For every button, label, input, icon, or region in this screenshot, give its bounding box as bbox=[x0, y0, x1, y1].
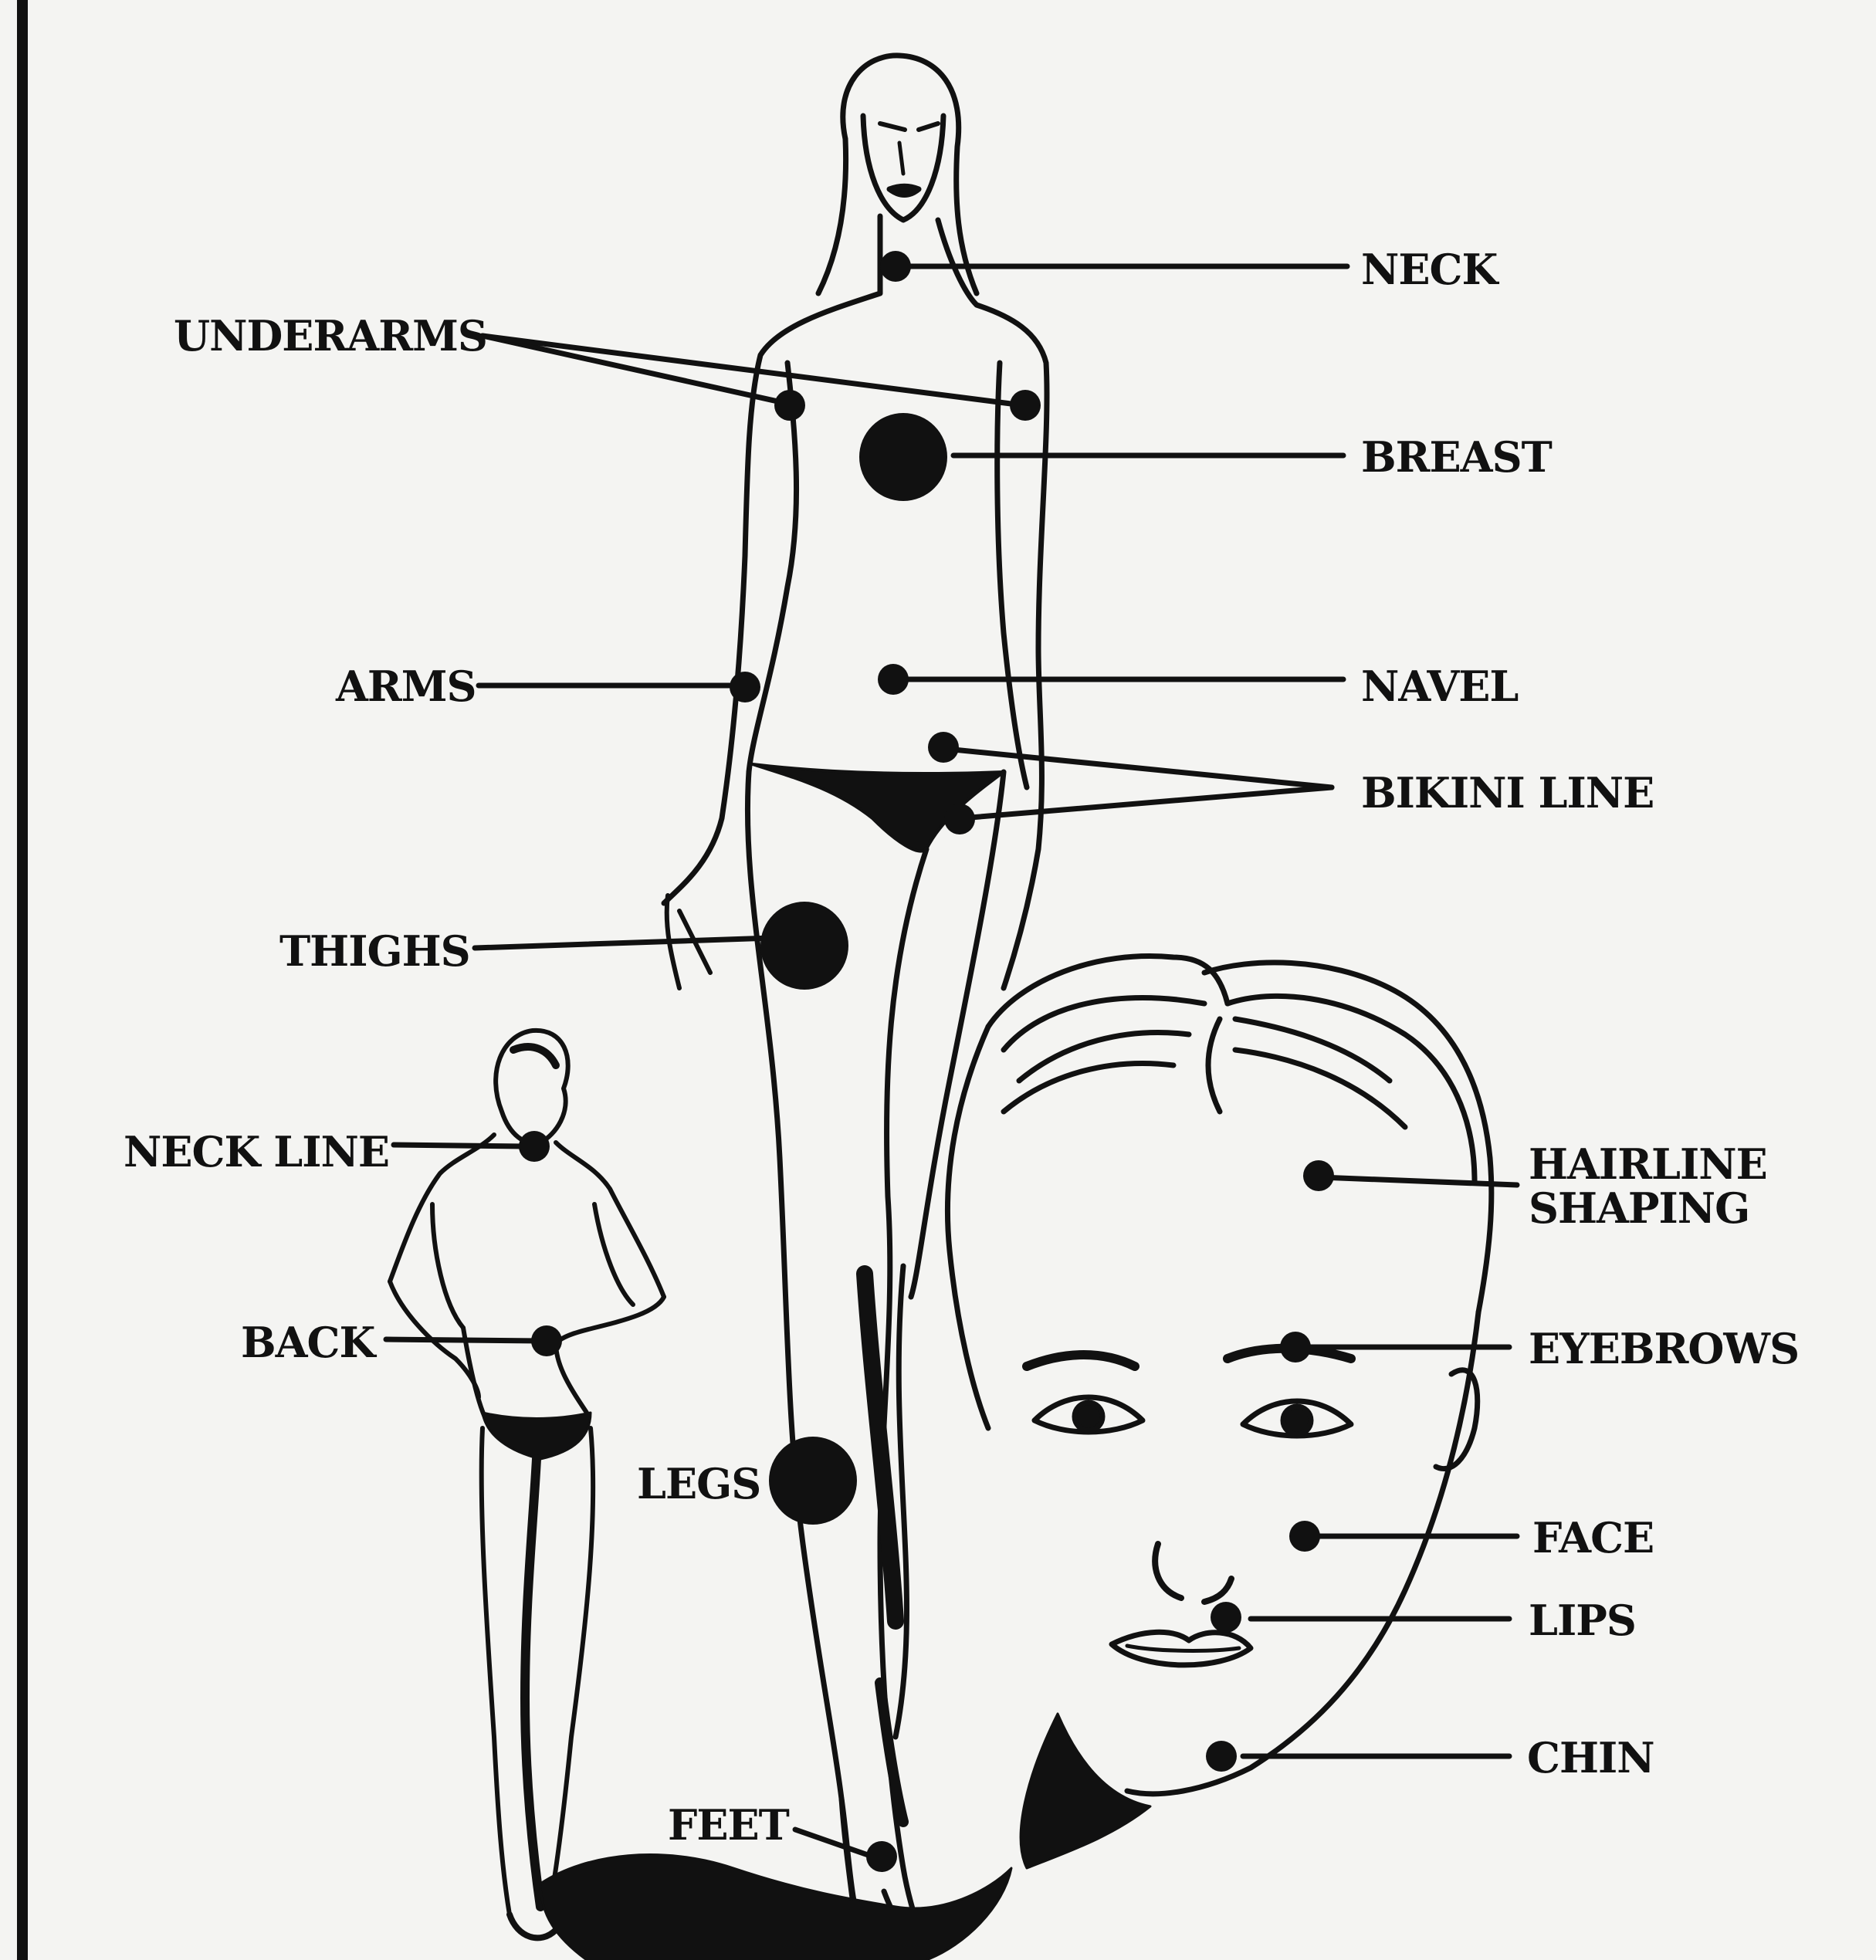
label-neck: NECK bbox=[1361, 249, 1497, 290]
label-feet: FEET bbox=[668, 1804, 789, 1846]
label-navel: NAVEL bbox=[1361, 665, 1518, 707]
face-portrait bbox=[947, 956, 1491, 1868]
dot-face bbox=[1289, 1521, 1320, 1552]
label-bikini-line: BIKINI LINE bbox=[1361, 772, 1654, 814]
dot-chin bbox=[1206, 1741, 1237, 1772]
dot-legs bbox=[769, 1437, 857, 1525]
dot-navel bbox=[878, 664, 909, 695]
dot-thighs bbox=[760, 902, 848, 990]
label-thighs: THIGHS bbox=[279, 930, 470, 972]
label-eyebrows: EYEBROWS bbox=[1529, 1328, 1799, 1369]
dot-neck-line bbox=[519, 1131, 550, 1162]
back-figure bbox=[390, 1031, 664, 1938]
dot-feet bbox=[866, 1841, 897, 1872]
left-border-rule bbox=[17, 0, 28, 1960]
dot-bikini-lower bbox=[944, 804, 975, 834]
dot-lips bbox=[1211, 1602, 1241, 1633]
label-back: BACK bbox=[241, 1322, 374, 1363]
label-hairline-line1: HAIRLINE bbox=[1529, 1142, 1767, 1186]
label-legs: LEGS bbox=[637, 1463, 760, 1505]
dot-neck bbox=[880, 251, 911, 282]
dot-hairline bbox=[1303, 1160, 1334, 1191]
dot-breast bbox=[859, 413, 947, 501]
label-neck-line: NECK LINE bbox=[124, 1131, 389, 1173]
area-dots bbox=[519, 251, 1334, 1872]
dot-eyebrows bbox=[1280, 1332, 1311, 1363]
label-lips: LIPS bbox=[1529, 1599, 1636, 1641]
label-underarms: UNDERARMS bbox=[174, 315, 487, 357]
dot-arms bbox=[730, 672, 760, 702]
ground-shadow bbox=[540, 1855, 1011, 1960]
front-figure bbox=[664, 56, 1047, 1960]
dot-bikini-upper bbox=[928, 732, 959, 763]
label-face: FACE bbox=[1532, 1517, 1654, 1559]
label-breast: BREAST bbox=[1361, 436, 1552, 478]
dot-underarm-left bbox=[774, 390, 805, 421]
label-arms: ARMS bbox=[336, 665, 476, 707]
label-hairline-shaping: HAIRLINE SHAPING bbox=[1529, 1142, 1767, 1230]
dot-back bbox=[531, 1325, 562, 1356]
dot-underarm-right bbox=[1010, 390, 1041, 421]
label-chin: CHIN bbox=[1527, 1737, 1654, 1779]
label-hairline-line2: SHAPING bbox=[1529, 1186, 1767, 1231]
